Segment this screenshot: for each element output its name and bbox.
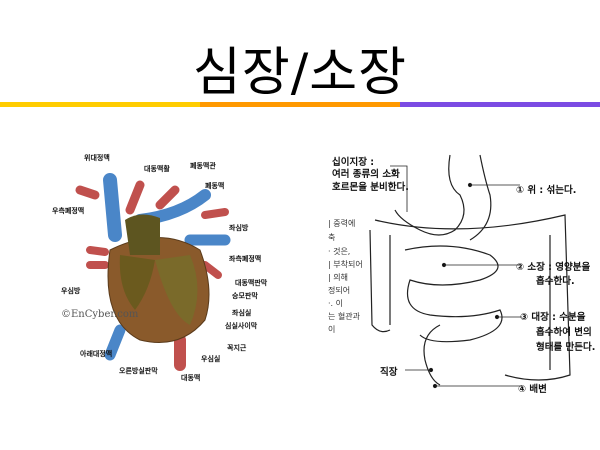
side-text: | 부착되어 bbox=[328, 260, 363, 269]
heart-label-mitral-valve: 승모판막 bbox=[232, 292, 258, 300]
title-bar-purple bbox=[400, 102, 600, 107]
side-text: 이 bbox=[328, 325, 336, 334]
slide-title: 심장/소장 bbox=[193, 43, 407, 103]
heart-label-aorta: 대동맥 bbox=[181, 374, 201, 382]
duodenum-desc-2: 호르몬을 분비한다. bbox=[332, 182, 409, 193]
heart-illustration bbox=[75, 173, 231, 371]
heart-label-tricuspid: 오른방실판막 bbox=[119, 367, 158, 375]
heart-label-right-atrium: 우심방 bbox=[61, 287, 81, 295]
side-text: | 의해 bbox=[328, 273, 348, 282]
small-intestine-desc: 흡수한다. bbox=[536, 276, 575, 287]
heart-watermark: ©EnCyber.com bbox=[61, 309, 139, 320]
side-text: 는 혈관과 bbox=[328, 312, 360, 321]
title-bar-yellow bbox=[0, 102, 200, 107]
side-text: ·. 이 bbox=[328, 299, 343, 308]
large-intestine-desc-1: 흡수하여 변의 bbox=[536, 327, 592, 338]
heart-label-papillary: 꼭지근 bbox=[227, 344, 247, 352]
side-text: | 중력에 bbox=[328, 219, 356, 228]
heart-label-ivc: 아래대정맥 bbox=[80, 350, 113, 358]
large-intestine-label: ③ 대장 : 수분을 bbox=[520, 312, 586, 323]
duodenum-desc-1: 여러 종류의 소화 bbox=[332, 169, 400, 180]
large-intestine-desc-2: 형태를 만든다. bbox=[536, 342, 596, 353]
side-text: 정되어 bbox=[328, 286, 351, 295]
heart-label-pulmonary-artery: 폐동맥 bbox=[205, 182, 225, 190]
heart-label-left-atrium: 좌심방 bbox=[229, 224, 249, 232]
heart-label-right-pulmonary-veins: 우측폐정맥 bbox=[52, 207, 85, 215]
stomach-label: ① 위 : 섞는다. bbox=[516, 185, 577, 196]
heart-label-septum: 심실사이막 bbox=[225, 322, 258, 330]
heart-label-left-ventricle: 좌심실 bbox=[232, 309, 252, 317]
title-bar-orange bbox=[200, 102, 400, 107]
duodenum-label: 십이지장 : bbox=[332, 157, 375, 168]
digestive-illustration bbox=[369, 154, 571, 389]
heart-label-aortic-arch: 대동맥활 bbox=[144, 165, 170, 173]
side-text: · 것은, bbox=[328, 247, 351, 256]
heart-label-aortic-valve: 대동맥판막 bbox=[235, 279, 268, 287]
heart-label-pulmonary-trunk: 폐동맥관 bbox=[190, 162, 216, 170]
heart-label-svc: 위대정맥 bbox=[84, 154, 110, 162]
defecation-label: ④ 배변 bbox=[518, 384, 547, 395]
side-text: 축 bbox=[328, 233, 336, 242]
small-intestine-label: ② 소장 : 영양분을 bbox=[516, 262, 591, 273]
heart-label-left-pulmonary-veins: 좌측폐정맥 bbox=[229, 255, 262, 263]
rectum-label: 직장 bbox=[380, 367, 398, 378]
heart-label-right-ventricle: 우심실 bbox=[201, 355, 221, 363]
